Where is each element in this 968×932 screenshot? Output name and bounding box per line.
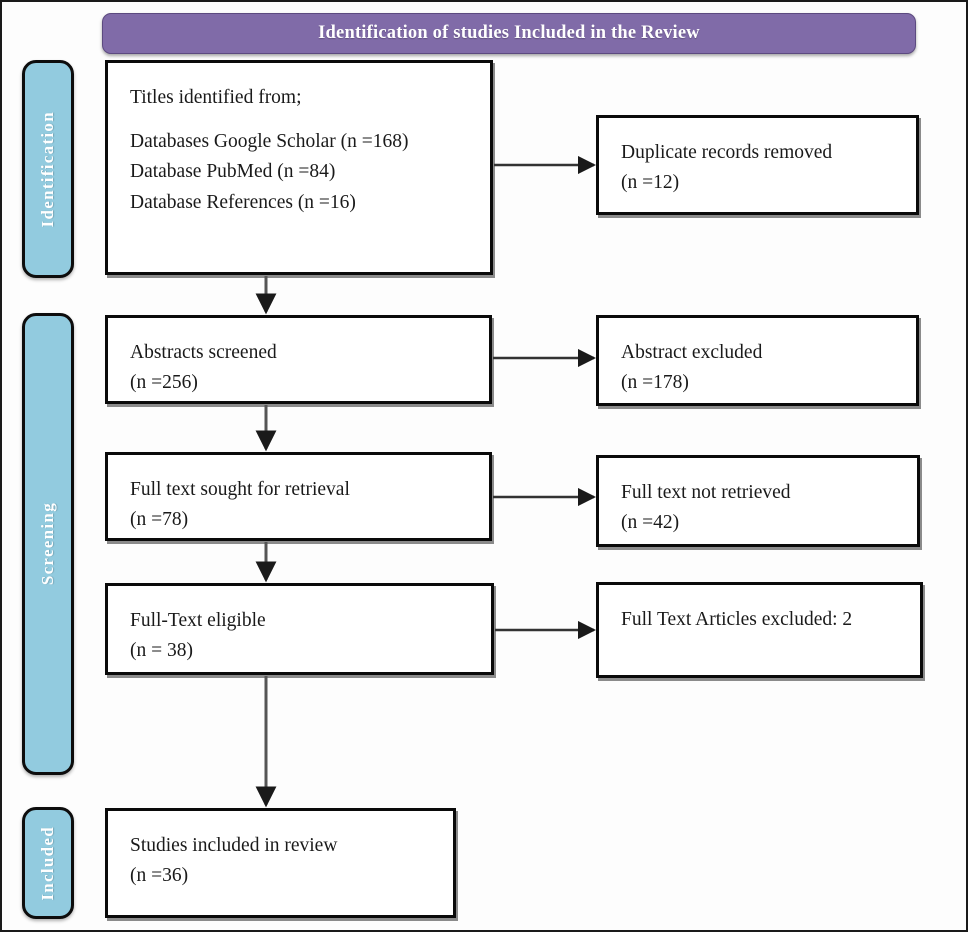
box-abstracts-screened-line-2: (n =256) xyxy=(130,372,198,394)
box-fulltext-eligible-line-1: Full-Text eligible xyxy=(130,610,266,631)
box-fulltext-articles-excluded: Full Text Articles excluded: 2 xyxy=(596,582,923,678)
box-fulltext-sought-line-2: (n =78) xyxy=(130,509,189,531)
box-titles-identified-line-3: Database PubMed (n =84) xyxy=(130,161,336,183)
diagram-title-banner: Identification of studies Included in th… xyxy=(102,13,916,54)
box-titles-identified-line-2: Databases Google Scholar (n =168) xyxy=(130,131,409,153)
box-fulltext-eligible: Full-Text eligible (n = 38) xyxy=(105,583,494,675)
box-fulltext-sought-for-retrieval: Full text sought for retrieval (n =78) xyxy=(105,452,492,541)
box-studies-included-line-1: Studies included in review xyxy=(130,835,338,856)
box-fulltext-eligible-line-2: (n = 38) xyxy=(130,640,193,662)
box-duplicate-records-removed-line-2: (n =12) xyxy=(621,172,680,194)
box-abstract-excluded-line-1: Abstract excluded xyxy=(621,342,763,363)
box-fulltext-sought-line-1: Full text sought for retrieval xyxy=(130,479,350,500)
stage-bar-identification: Identification xyxy=(22,60,74,278)
stage-bar-included: Included xyxy=(22,807,74,919)
stage-bar-screening: Screening xyxy=(22,313,74,775)
box-studies-included-line-2: (n =36) xyxy=(130,865,189,887)
box-fulltext-not-retrieved-line-1: Full text not retrieved xyxy=(621,482,791,503)
box-fulltext-not-retrieved-line-2: (n =42) xyxy=(621,512,680,534)
box-duplicate-records-removed-line-1: Duplicate records removed xyxy=(621,142,833,163)
box-fulltext-not-retrieved: Full text not retrieved (n =42) xyxy=(596,455,920,547)
box-abstract-excluded-line-2: (n =178) xyxy=(621,372,689,394)
box-titles-identified-line-4: Database References (n =16) xyxy=(130,191,356,213)
box-titles-identified: Titles identified from; Databases Google… xyxy=(105,60,493,275)
box-abstracts-screened: Abstracts screened (n =256) xyxy=(105,315,492,404)
box-abstract-excluded: Abstract excluded (n =178) xyxy=(596,315,919,406)
diagram-title: Identification of studies Included in th… xyxy=(318,23,700,43)
box-duplicate-records-removed: Duplicate records removed (n =12) xyxy=(596,115,919,215)
box-studies-included-in-review: Studies included in review (n =36) xyxy=(105,808,456,918)
box-titles-identified-line-1: Titles identified from; xyxy=(130,87,302,108)
box-abstracts-screened-line-1: Abstracts screened xyxy=(130,342,277,363)
box-fulltext-articles-excluded-line-1: Full Text Articles excluded: 2 xyxy=(621,609,853,630)
